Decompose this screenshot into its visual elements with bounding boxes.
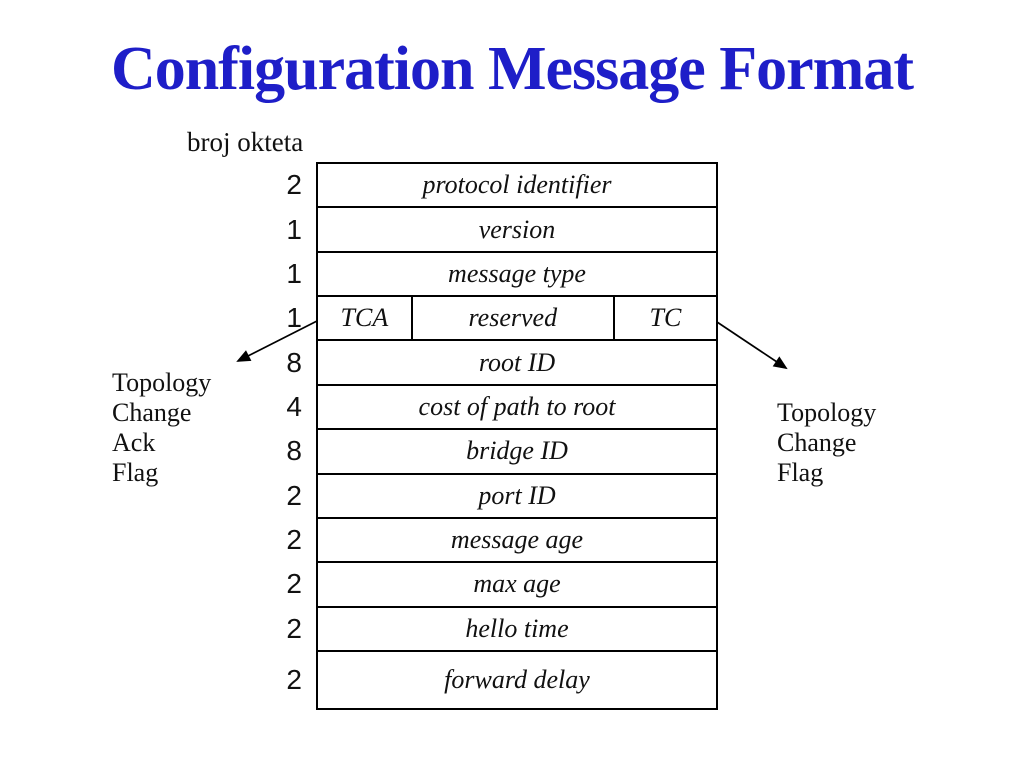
table-row: 1 message type — [286, 250, 716, 295]
octet-count: 2 — [286, 663, 302, 695]
page-title: Configuration Message Format — [111, 35, 914, 103]
octet-count: 1 — [286, 257, 302, 289]
arrow-right-icon — [716, 321, 788, 370]
field-label: hello time — [465, 613, 569, 643]
octet-count: 8 — [286, 435, 302, 467]
field-label: message type — [448, 258, 586, 288]
table-row: 4 cost of path to root — [286, 383, 716, 428]
octet-count: 2 — [286, 524, 302, 556]
octet-count: 2 — [286, 169, 302, 201]
octet-count: 1 — [286, 302, 302, 334]
table-row: 1 TCA reserved TC — [286, 295, 716, 340]
table-row: 2 max age — [286, 561, 716, 605]
field-cell: reserved — [410, 297, 615, 340]
table-row: 8 bridge ID — [286, 428, 716, 472]
octets-caption: broj okteta — [187, 127, 304, 157]
table-row: 8 root ID — [286, 339, 716, 383]
field-cell: TC — [649, 303, 682, 333]
field-label: version — [478, 214, 556, 244]
field-label: forward delay — [444, 664, 590, 694]
octet-count: 2 — [286, 479, 302, 511]
annotation-line: Flag — [112, 458, 159, 487]
octet-count: 8 — [286, 346, 302, 378]
annotation-line: Ack — [112, 428, 156, 457]
octet-count: 2 — [286, 612, 302, 644]
field-label: root ID — [478, 347, 556, 377]
format-table: 2 protocol identifier 1 version 1 message typ… — [286, 162, 718, 710]
annotation-line: Change — [112, 398, 192, 427]
table-row: 2 hello time — [286, 605, 716, 650]
field-label: protocol identifier — [422, 170, 612, 200]
annotation-line: Change — [777, 428, 857, 457]
table-row: 2 protocol identifier — [286, 164, 716, 206]
octet-count: 1 — [286, 213, 302, 245]
field-label: message age — [450, 525, 584, 555]
field-label: bridge ID — [466, 436, 568, 466]
table-row: 2 forward delay — [286, 649, 716, 708]
annotation-line: Topology — [777, 398, 877, 427]
table-row: 2 port ID — [286, 472, 716, 517]
field-cell: TCA — [340, 303, 389, 333]
field-label: max age — [473, 569, 561, 599]
table-row: 1 version — [286, 206, 716, 250]
field-label: cost of path to root — [418, 391, 616, 421]
field-label: port ID — [478, 480, 556, 510]
annotation-line: Flag — [777, 458, 824, 487]
octet-count: 4 — [286, 390, 302, 422]
octet-count: 2 — [286, 568, 302, 600]
table-row: 2 message age — [286, 516, 716, 561]
annotation-line: Topology — [112, 368, 212, 397]
